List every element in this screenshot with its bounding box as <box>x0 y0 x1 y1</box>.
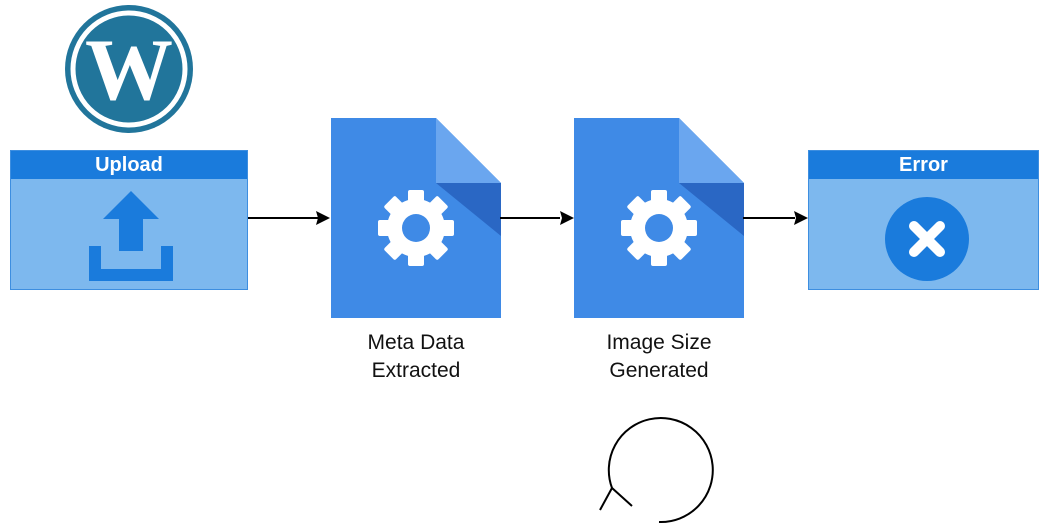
wordpress-logo-icon: W <box>64 4 194 134</box>
wordpress-logo-letter: W <box>85 22 173 119</box>
meta-data-caption-line1: Meta Data <box>367 331 465 354</box>
arrow-meta-to-image <box>500 211 574 225</box>
upload-icon <box>89 191 173 283</box>
error-title: Error <box>899 154 948 176</box>
upload-title: Upload <box>95 154 163 176</box>
error-panel: Error <box>808 150 1039 290</box>
meta-data-document <box>331 118 501 318</box>
close-circle-icon <box>885 197 969 281</box>
arrow-image-to-error <box>743 211 808 225</box>
gear-icon <box>378 190 454 266</box>
gear-icon <box>621 190 697 266</box>
meta-data-caption-line2: Extracted <box>371 359 461 382</box>
image-size-caption-line1: Image Size <box>606 331 712 354</box>
arrow-upload-to-meta <box>248 211 330 225</box>
image-size-caption-line2: Generated <box>609 359 709 382</box>
image-size-document <box>574 118 744 318</box>
loop-arrow-icon <box>596 417 718 529</box>
upload-panel: Upload <box>10 150 248 290</box>
